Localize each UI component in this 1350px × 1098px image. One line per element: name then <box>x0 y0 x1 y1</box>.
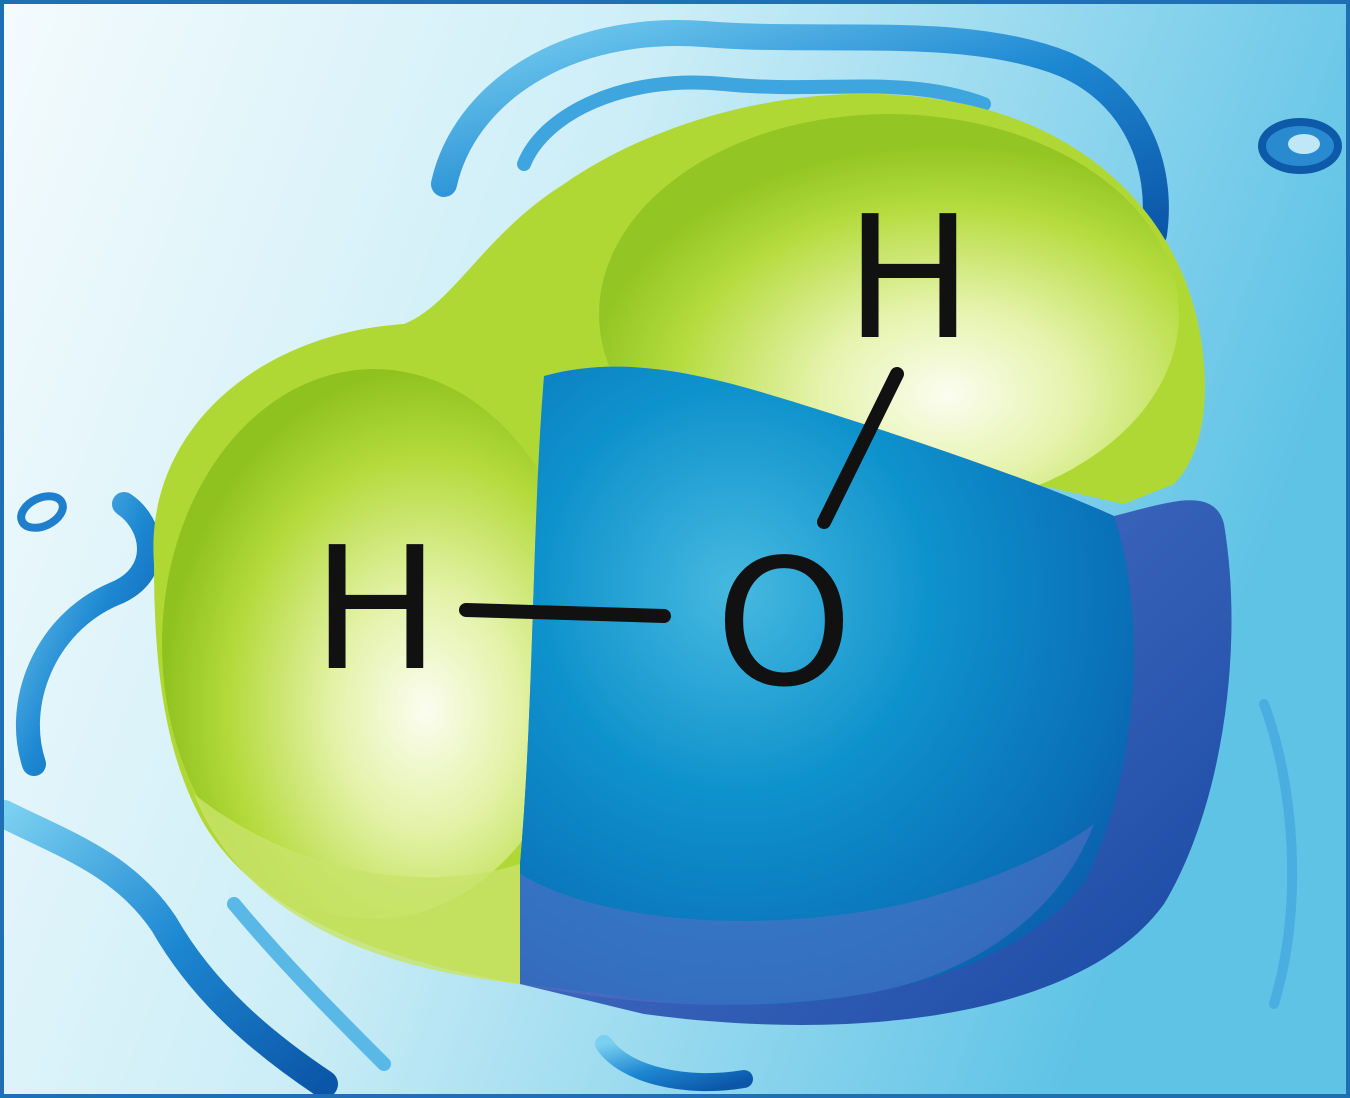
water-splash <box>4 20 1298 1094</box>
hydrogen-atom-left <box>162 369 586 919</box>
water-droplet-left <box>17 492 67 532</box>
label-hydrogen-top: H <box>845 180 973 378</box>
label-hydrogen-left: H <box>312 511 440 709</box>
oxygen-atom <box>520 366 1232 1025</box>
bond-top <box>817 367 904 529</box>
label-oxygen: O <box>715 523 853 726</box>
water-molecule-diagram: H H O <box>4 4 1346 1094</box>
bond-left <box>459 603 671 623</box>
